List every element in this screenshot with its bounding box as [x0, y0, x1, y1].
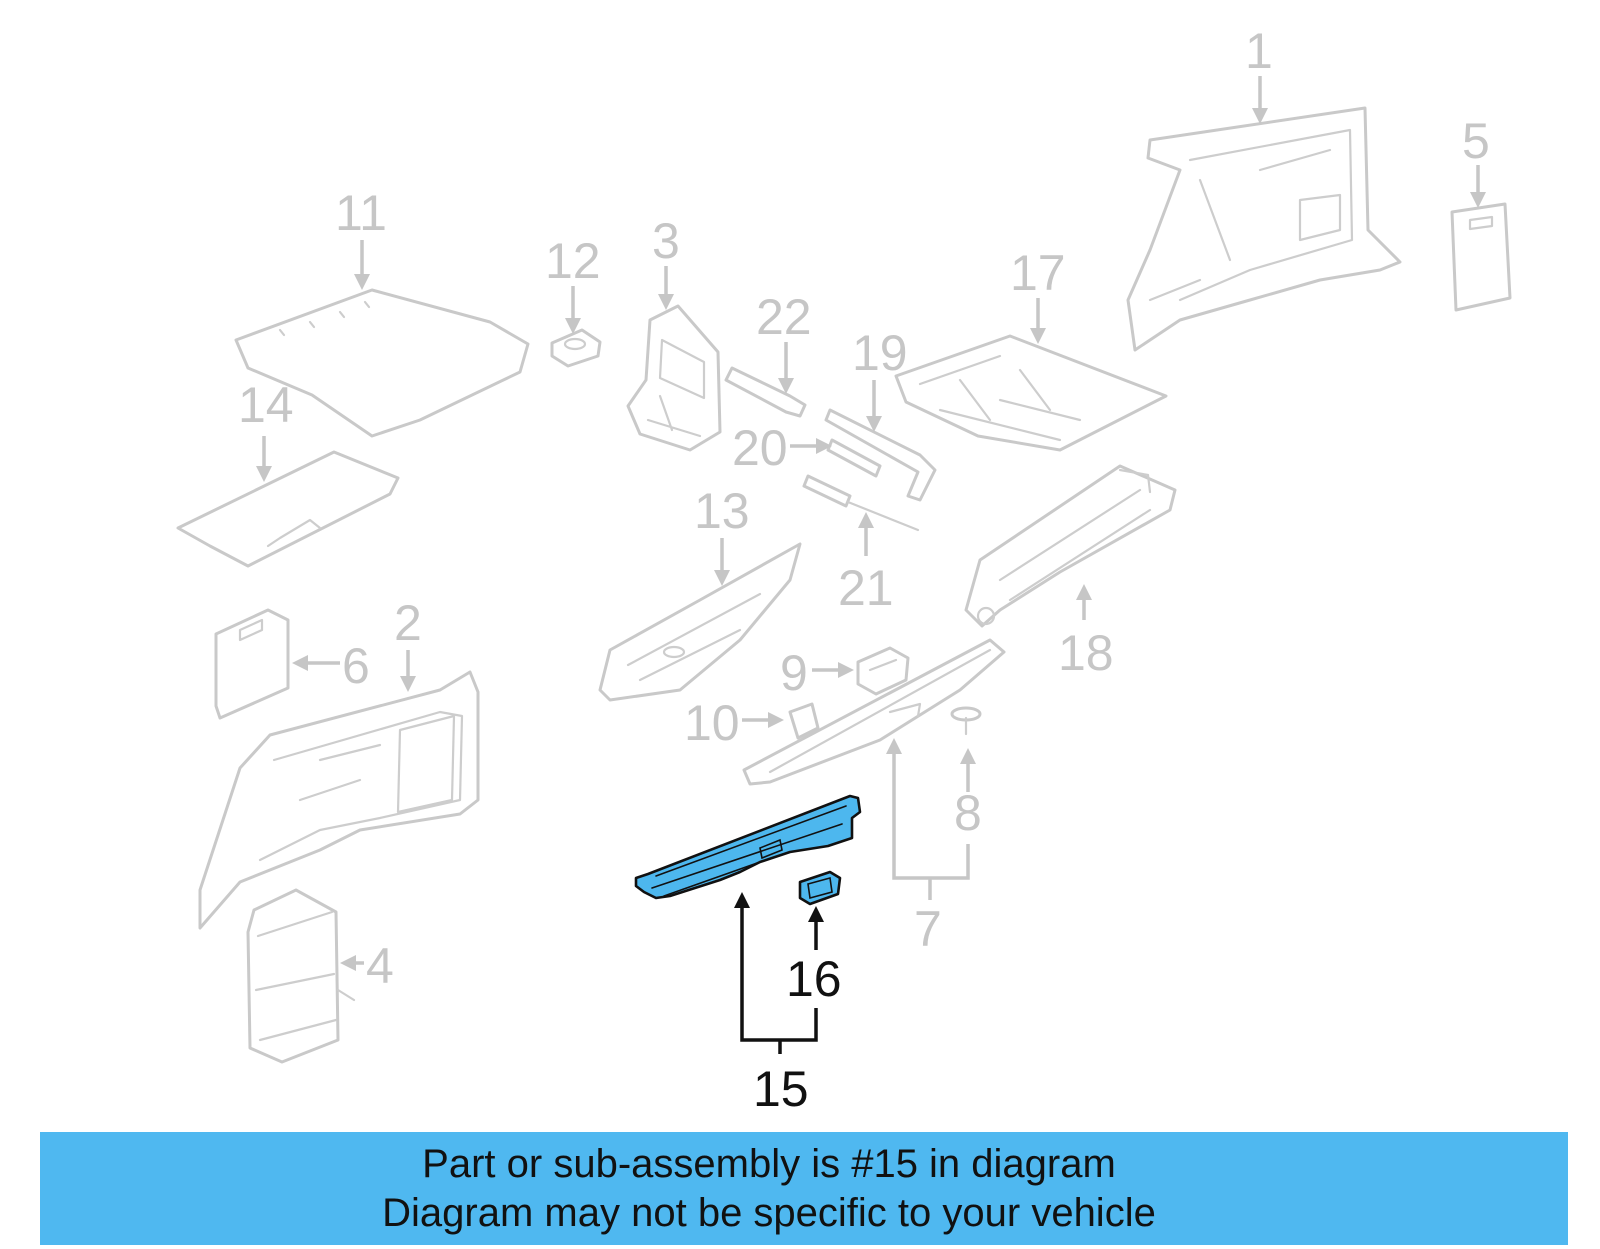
callout-13: 13 [694, 483, 750, 586]
part-18-jack [964, 464, 1177, 628]
part-2-quarter-trim-left [198, 670, 480, 930]
svg-text:15: 15 [753, 1061, 809, 1117]
callout-17: 17 [1010, 245, 1066, 344]
part-21-screwdriver [802, 474, 920, 532]
banner-line-2: Diagram may not be specific to your vehi… [382, 1191, 1156, 1235]
callout-5: 5 [1462, 113, 1490, 208]
callout-3: 3 [652, 213, 680, 310]
svg-text:16: 16 [786, 951, 842, 1007]
part-3-bracket [626, 304, 722, 452]
callout-21: 21 [838, 512, 894, 616]
svg-text:14: 14 [238, 377, 294, 433]
callout-20: 20 [732, 420, 832, 476]
callout-8: 8 [954, 748, 982, 841]
callout-14: 14 [238, 377, 294, 482]
svg-text:6: 6 [342, 638, 370, 694]
callout-18: 18 [1058, 584, 1114, 681]
callout-6: 6 [292, 638, 370, 694]
callout-22: 22 [756, 289, 812, 394]
part-9-hook [856, 646, 910, 696]
callout-15: 15 [734, 892, 818, 1117]
part-10-clip [788, 702, 820, 740]
part-16-handle [798, 870, 842, 906]
callout-16: 16 [786, 906, 842, 1007]
svg-text:19: 19 [852, 325, 908, 381]
svg-text:2: 2 [394, 595, 422, 651]
callout-10: 10 [684, 695, 784, 751]
svg-text:22: 22 [756, 289, 812, 345]
part-5-cover [1450, 202, 1512, 312]
banner-line-1: Part or sub-assembly is #15 in diagram [422, 1142, 1116, 1186]
svg-text:5: 5 [1462, 113, 1490, 169]
part-15-cargo-cover [634, 794, 862, 900]
svg-text:11: 11 [335, 185, 387, 241]
svg-text:1: 1 [1245, 23, 1273, 79]
callout-19: 19 [852, 325, 908, 432]
part-14-pad [176, 450, 400, 568]
svg-text:17: 17 [1010, 245, 1066, 301]
part-17-storage-tray [894, 334, 1168, 452]
svg-text:21: 21 [838, 560, 894, 616]
part-6-cover [214, 608, 290, 720]
callout-12: 12 [545, 233, 601, 334]
part-11-cargo-floor-mat [234, 288, 530, 438]
part-19-handle [824, 408, 937, 502]
svg-text:10: 10 [684, 695, 740, 751]
callout-2: 2 [394, 595, 422, 692]
callout-7: 7 [886, 738, 970, 957]
svg-text:18: 18 [1058, 625, 1114, 681]
svg-text:9: 9 [780, 645, 808, 701]
callout-9: 9 [780, 645, 854, 701]
part-7-sill-plate [742, 638, 1006, 786]
callout-1: 1 [1245, 23, 1273, 124]
svg-text:20: 20 [732, 420, 788, 476]
info-banner: Part or sub-assembly is #15 in diagram D… [40, 1132, 1568, 1245]
callout-11: 11 [335, 185, 387, 290]
svg-text:13: 13 [694, 483, 750, 539]
part-8-push-pin [950, 706, 982, 736]
svg-text:4: 4 [366, 938, 394, 994]
svg-text:12: 12 [545, 233, 601, 289]
part-4-bin [246, 888, 356, 1064]
part-12-clip [550, 328, 602, 368]
svg-text:7: 7 [914, 901, 942, 957]
svg-text:8: 8 [954, 785, 982, 841]
svg-text:3: 3 [652, 213, 680, 269]
part-1-quarter-trim-right [1126, 106, 1402, 352]
part-13-trim-piece [598, 542, 802, 702]
part-22-wrench [724, 366, 807, 418]
callout-4: 4 [340, 938, 394, 994]
